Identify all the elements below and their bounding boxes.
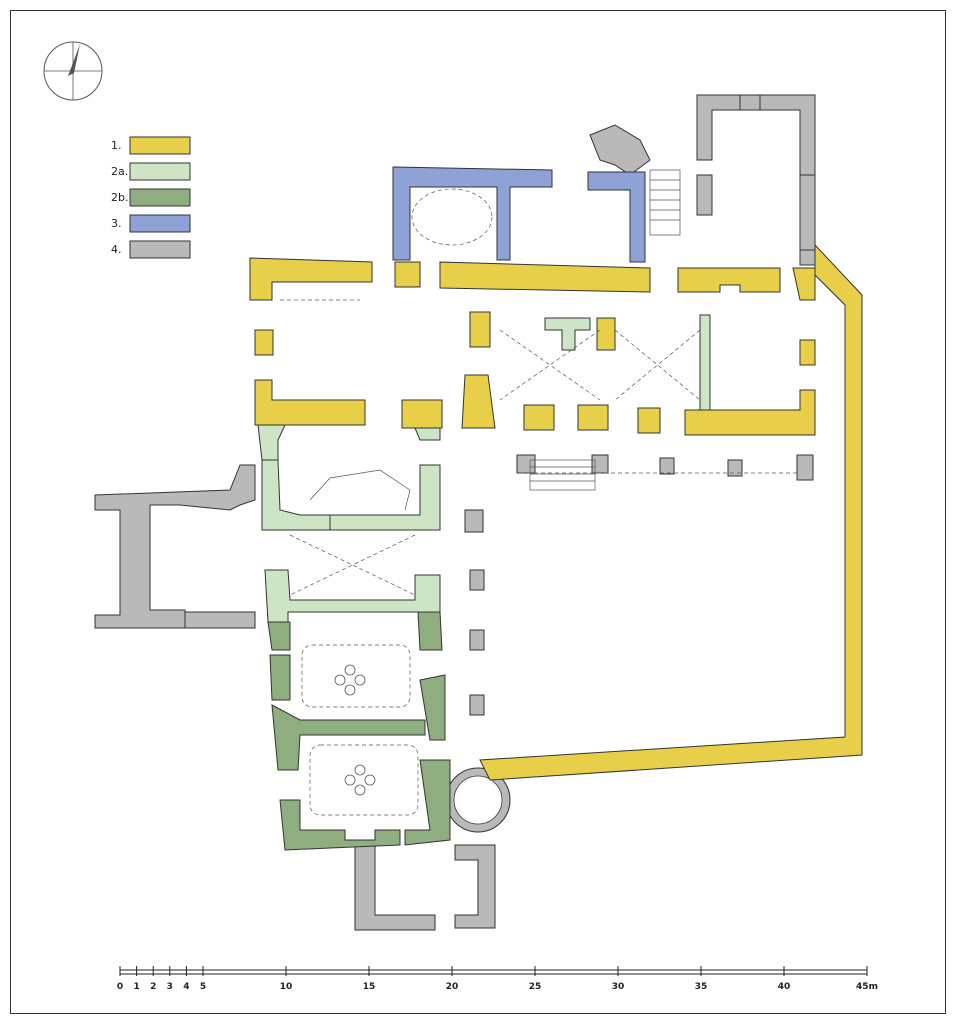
drawing-frame xyxy=(10,10,946,1014)
scale-tick-label: 4 xyxy=(183,982,189,992)
legend-swatch xyxy=(129,136,191,155)
scale-tick-label: 3 xyxy=(167,982,173,992)
zone-1-walls xyxy=(249,243,863,781)
zone-3-walls xyxy=(392,166,646,263)
scale-tick-label: 0 xyxy=(117,982,123,992)
legend-label: 2b. xyxy=(111,191,128,204)
legend: 1. 2a. 2b. 3. 4. xyxy=(111,136,191,259)
north-arrow xyxy=(43,41,103,101)
scale-tick-label: 2 xyxy=(150,982,156,992)
legend-swatch xyxy=(129,214,191,233)
spiral-stair-icon xyxy=(453,775,503,825)
scale-tick-label: 40 xyxy=(778,982,791,992)
legend-label: 2a. xyxy=(111,165,128,178)
scale-tick-label: 45m xyxy=(856,982,878,992)
zone-2b-walls xyxy=(267,611,451,851)
north-arrow-icon xyxy=(68,44,80,76)
legend-label: 3. xyxy=(111,217,122,230)
scale-tick-label: 30 xyxy=(612,982,625,992)
scale-tick-label: 25 xyxy=(529,982,542,992)
legend-swatch xyxy=(129,188,191,207)
interior-details xyxy=(280,188,800,816)
legend-swatch xyxy=(129,240,191,259)
scale-tick-label: 10 xyxy=(280,982,293,992)
ceiling-rosettes xyxy=(334,664,376,796)
scale-bar-line xyxy=(119,969,868,975)
scale-tick-label: 35 xyxy=(695,982,708,992)
legend-label: 1. xyxy=(111,139,122,152)
scale-tick-label: 20 xyxy=(446,982,459,992)
zone-2a-walls xyxy=(257,314,711,623)
legend-swatch xyxy=(129,162,191,181)
scale-tick-label: 15 xyxy=(363,982,376,992)
scale-tick-label: 5 xyxy=(200,982,206,992)
scale-tick-label: 1 xyxy=(133,982,139,992)
legend-label: 4. xyxy=(111,243,122,256)
stairs xyxy=(309,169,681,511)
